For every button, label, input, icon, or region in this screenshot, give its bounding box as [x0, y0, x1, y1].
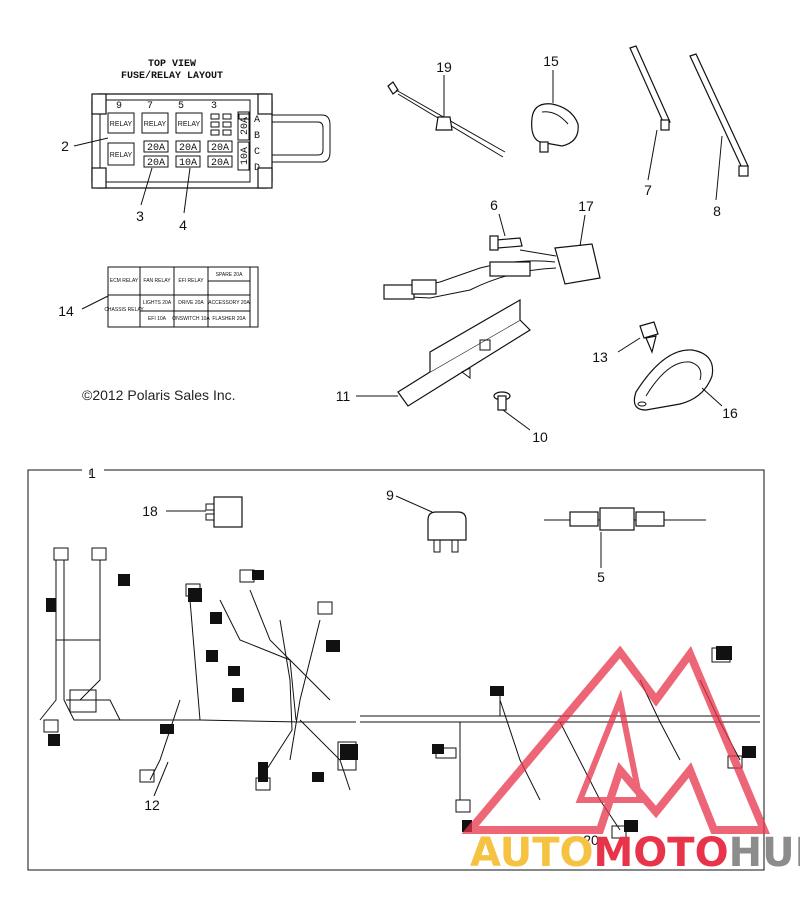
fuse-row-a: A — [254, 115, 260, 126]
callout-15: 15 — [543, 53, 559, 69]
table-cell: LIGHTS 20A — [143, 300, 172, 306]
wire-clip — [531, 70, 579, 153]
layout-title-line2: FUSE/RELAY LAYOUT — [121, 70, 223, 82]
callout-14: 14 — [58, 303, 74, 319]
callout-1: 1 — [88, 465, 96, 481]
fuse-row-b: B — [254, 131, 260, 142]
callout-19: 19 — [436, 59, 452, 75]
harness-frame — [27, 469, 765, 871]
side-fuse-label: 10A — [240, 147, 251, 165]
fuse-top-num-3: 3 — [211, 101, 217, 112]
relay-18 — [166, 496, 243, 528]
table-cell: ONSWITCH 10A — [172, 316, 210, 322]
table-cell: ECM RELAY — [110, 278, 139, 284]
table-cell: FAN RELAY — [143, 278, 171, 284]
watermark-part3: HUB — [729, 830, 800, 876]
callout-2: 2 — [61, 138, 69, 154]
callout-18: 18 — [142, 503, 158, 519]
fuse-label: 10A — [179, 158, 197, 169]
cable-tie-8 — [689, 53, 749, 201]
table-cell: EFI 10A — [148, 316, 167, 322]
callout-6: 6 — [490, 197, 498, 213]
fuse-top-num-9: 9 — [116, 101, 122, 112]
side-fuse-label: 20A — [240, 117, 251, 135]
callout-7: 7 — [644, 182, 652, 198]
callout-17: 17 — [578, 198, 594, 214]
harness-left — [39, 547, 357, 791]
callout-8: 8 — [713, 203, 721, 219]
fuse-label: 20A — [147, 158, 165, 169]
callout-12: 12 — [144, 797, 160, 813]
relay-label: RELAY — [110, 121, 133, 128]
bracket-11 — [356, 298, 531, 407]
callout-16: 16 — [722, 405, 738, 421]
callout-5: 5 — [597, 569, 605, 585]
sub-harness-17 — [383, 214, 601, 300]
watermark-part2: MOTO — [594, 830, 729, 876]
fuse-row-d: D — [254, 163, 260, 174]
circuit-breaker-9 — [395, 495, 467, 553]
fuse-relay-layout: TOP VIEW FUSE/RELAY LAYOUT 9 7 5 3 RELAY… — [73, 59, 331, 214]
bolt-6 — [489, 213, 523, 251]
table-cell: DRIVE 20A — [178, 300, 204, 306]
harness-tags — [46, 570, 756, 832]
watermark-text: AUTOMOTOHUB — [470, 830, 800, 876]
relay-label: RELAY — [178, 121, 201, 128]
copyright-text: ©2012 Polaris Sales Inc. — [82, 387, 236, 403]
layout-title-line1: TOP VIEW — [148, 59, 196, 70]
screw-13 — [617, 321, 659, 354]
table-cell: FLASHER 20A — [212, 316, 246, 322]
table-cell: EFI RELAY — [178, 278, 204, 284]
callout-20: 20 — [583, 832, 599, 848]
fuse-top-num-7: 7 — [147, 101, 153, 112]
callout-3: 3 — [136, 208, 144, 224]
zip-tie-clip — [387, 75, 506, 158]
relay-label: RELAY — [110, 152, 133, 159]
callout-4: 4 — [179, 217, 187, 233]
rivet-10 — [493, 391, 531, 431]
callout-9: 9 — [386, 487, 394, 503]
fuse-label: 20A — [211, 143, 229, 154]
fuse-row-c: C — [254, 147, 260, 158]
inline-fuse-5 — [544, 507, 706, 568]
callout-numbers: 1 2 3 4 5 6 7 8 9 10 11 12 13 14 15 16 1… — [58, 53, 738, 848]
table-cell: ACCESSORY 20A — [208, 300, 250, 306]
table-cell: CHASSIS RELAY — [104, 307, 144, 313]
fuse-table-label: ECM RELAY FAN RELAY EFI RELAY SPARE 20A … — [81, 266, 259, 328]
fuse-label: 20A — [179, 143, 197, 154]
p-clamp-16 — [633, 349, 723, 411]
table-cell: SPARE 20A — [216, 272, 244, 278]
watermark-part1: AUTO — [470, 830, 594, 876]
fuse-label: 20A — [147, 143, 165, 154]
callout-10: 10 — [532, 429, 548, 445]
watermark-logo — [461, 645, 771, 834]
svg-text:AUTOMOTOHUB: AUTOMOTOHUB — [470, 830, 800, 876]
cable-tie-7 — [629, 45, 671, 181]
callout-11: 11 — [336, 388, 351, 404]
fuse-label: 20A — [211, 158, 229, 169]
callout-13: 13 — [592, 349, 608, 365]
relay-label: RELAY — [144, 121, 167, 128]
fuse-top-num-5: 5 — [178, 101, 184, 112]
